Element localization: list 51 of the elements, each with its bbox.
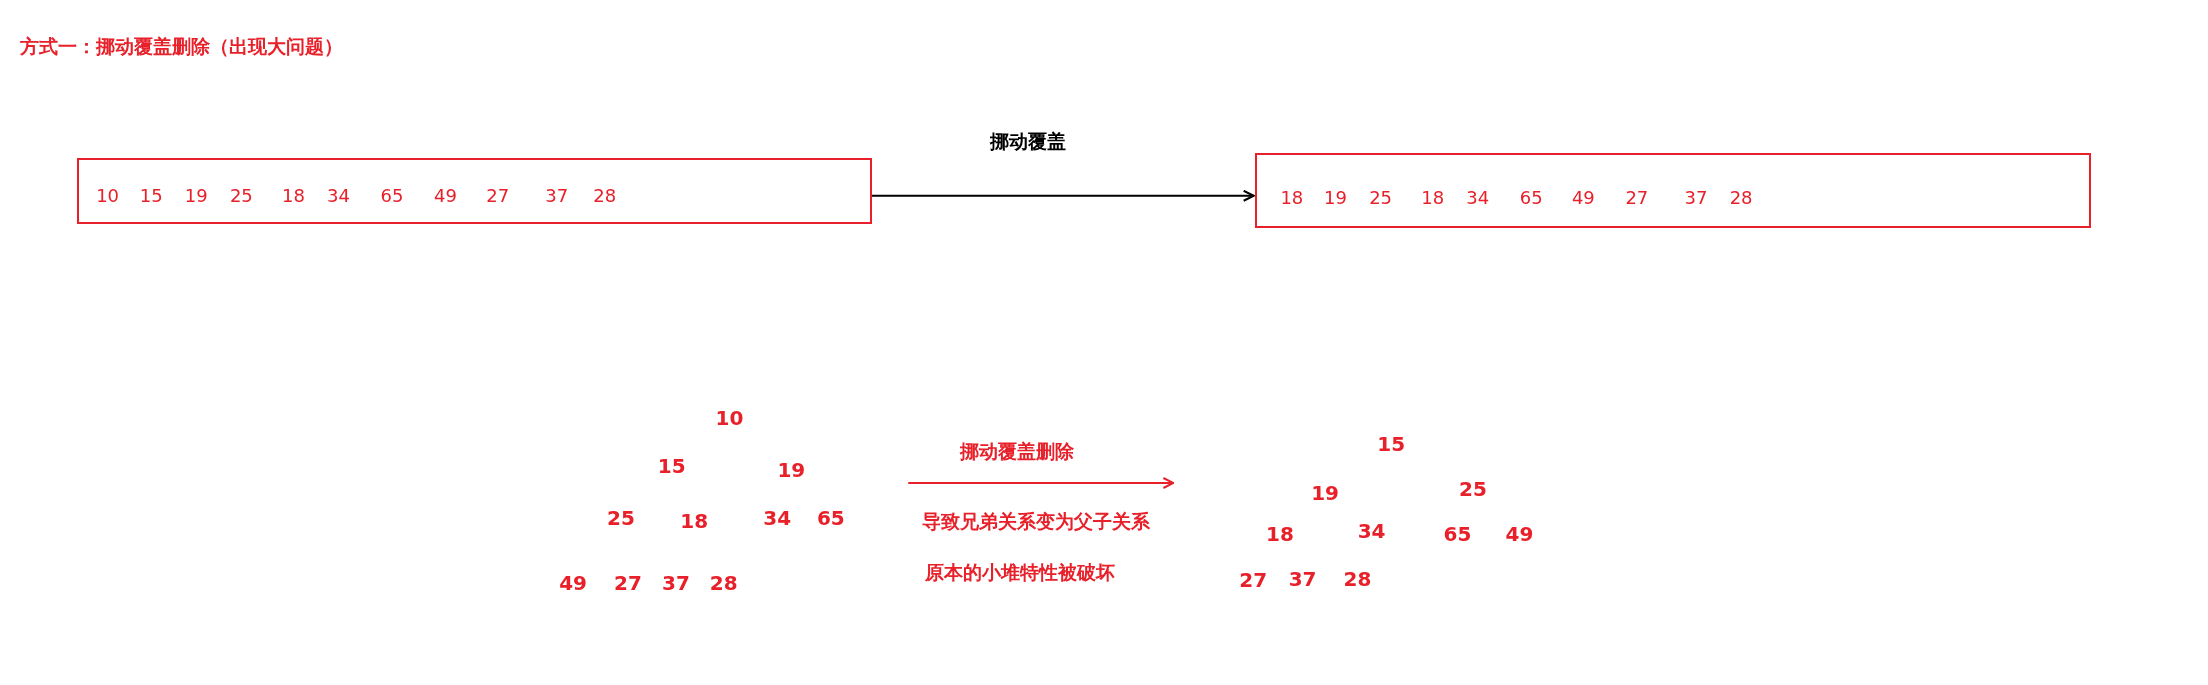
tree-value: 18 [680, 511, 709, 531]
tree-value: 27 [614, 572, 642, 593]
array-value: 49 [434, 187, 457, 206]
array-value: 19 [184, 187, 208, 206]
array-value: 37 [545, 187, 569, 206]
array-value: 28 [593, 187, 617, 206]
array-value: 18 [1421, 188, 1445, 207]
array-value: 65 [380, 187, 404, 206]
array-value: 34 [1466, 188, 1490, 207]
title: 方式一：挪动覆盖删除（出现大问题） [19, 33, 343, 59]
array-value: 37 [1684, 188, 1708, 207]
array-value: 18 [282, 187, 305, 206]
array-value: 27 [1625, 188, 1649, 207]
array-box [77, 157, 872, 224]
edge-label: 挪动覆盖 [987, 130, 1068, 152]
array-value: 34 [327, 187, 350, 206]
note-text: 导致兄弟关系变为父子关系 [922, 511, 1151, 531]
arrow [907, 477, 1175, 489]
array-value: 25 [1369, 188, 1393, 207]
tree-value: 19 [777, 460, 806, 481]
tree-value: 28 [709, 572, 738, 593]
array-value: 15 [139, 187, 163, 206]
tree-value: 25 [607, 508, 635, 529]
tree-value: 37 [662, 572, 690, 593]
tree-value: 10 [715, 408, 744, 429]
tree-value: 49 [559, 572, 588, 593]
tree-value: 34 [1357, 520, 1386, 541]
arrow [870, 189, 1255, 202]
array-box [1254, 153, 2092, 229]
tree-value: 18 [1266, 523, 1294, 544]
array-value: 27 [486, 187, 510, 206]
array-value: 10 [96, 187, 120, 206]
array-value: 65 [1519, 188, 1543, 207]
array-value: 18 [1280, 188, 1304, 207]
array-value: 19 [1324, 188, 1347, 207]
array-value: 28 [1729, 188, 1753, 207]
tree-value: 37 [1288, 568, 1317, 589]
tree-value: 19 [1311, 482, 1339, 503]
tree-value: 27 [1239, 570, 1268, 591]
tree-value: 15 [657, 456, 686, 477]
note-text: 原本的小堆特性被破坏 [924, 562, 1115, 582]
tree-value: 25 [1459, 478, 1487, 499]
array-value: 25 [229, 187, 253, 206]
array-value: 49 [1571, 188, 1595, 207]
tree-value: 28 [1343, 568, 1372, 589]
tree-value: 65 [1443, 523, 1472, 544]
tree-value: 49 [1505, 523, 1534, 544]
tree-value: 65 [816, 508, 845, 529]
edge-label: 挪动覆盖删除 [957, 440, 1076, 462]
tree-value: 15 [1377, 433, 1406, 454]
tree-value: 34 [763, 508, 792, 529]
